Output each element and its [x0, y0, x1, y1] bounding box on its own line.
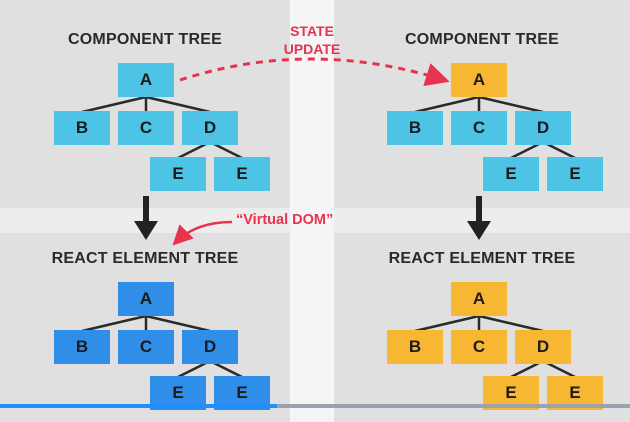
component-node-d-right: D	[515, 111, 571, 145]
state-update-line2: UPDATE	[283, 41, 341, 57]
element-node-c-left: C	[118, 330, 174, 364]
component-node-e1-right: E	[483, 157, 539, 191]
video-progress-fill	[0, 404, 278, 408]
component-node-c-left: C	[118, 111, 174, 145]
element-node-d-left: D	[182, 330, 238, 364]
component-node-e2-left: E	[214, 157, 270, 191]
state-update-line1: STATE	[290, 23, 334, 39]
component-node-a-right: A	[451, 63, 507, 97]
component-node-c-right: C	[451, 111, 507, 145]
component-node-b-right: B	[387, 111, 443, 145]
component-node-e2-right: E	[547, 157, 603, 191]
element-node-a-right: A	[451, 282, 507, 316]
virtual-dom-label: “Virtual DOM”	[236, 212, 334, 228]
component-node-e1-left: E	[150, 157, 206, 191]
component-tree-title-left: COMPONENT TREE	[68, 31, 222, 48]
component-node-b-left: B	[54, 111, 110, 145]
video-progress-bar[interactable]	[0, 404, 630, 408]
element-node-c-right: C	[451, 330, 507, 364]
element-tree-title-right: REACT ELEMENT TREE	[388, 250, 576, 267]
component-node-d-left: D	[182, 111, 238, 145]
element-tree-title-left: REACT ELEMENT TREE	[51, 250, 239, 267]
element-node-b-right: B	[387, 330, 443, 364]
component-node-a-left: A	[118, 63, 174, 97]
component-tree-title-right: COMPONENT TREE	[405, 31, 559, 48]
element-node-b-left: B	[54, 330, 110, 364]
element-node-a-left: A	[118, 282, 174, 316]
element-node-d-right: D	[515, 330, 571, 364]
state-update-label: STATE UPDATE	[272, 22, 352, 58]
